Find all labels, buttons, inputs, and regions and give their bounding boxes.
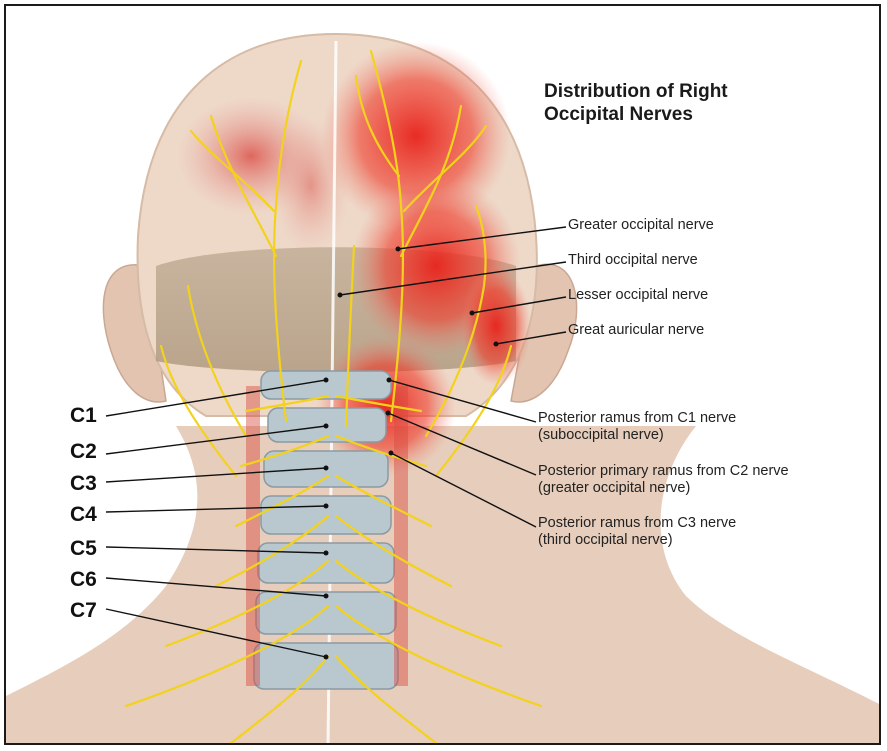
level-c6: C6 [70, 568, 97, 591]
label-great-auricular: Great auricular nerve [568, 322, 705, 338]
label-third-occipital: Third occipital nerve [568, 252, 698, 268]
label-greater-occipital: Greater occipital nerve [568, 217, 714, 233]
level-c3: C3 [70, 472, 97, 495]
leader-great-auricular [495, 331, 567, 345]
level-c1: C1 [70, 404, 97, 427]
level-c5: C5 [70, 537, 97, 560]
label-c3-ramus-line-2: (third occipital nerve) [538, 532, 673, 548]
occipital-nerve-illustration [6, 32, 879, 743]
label-c3-ramus: Posterior ramus from C3 nerve (third occ… [538, 515, 736, 549]
spine-muscle-right [394, 386, 408, 686]
leader-c7 [105, 608, 327, 658]
diagram-title: Distribution of Right Occipital Nerves [544, 80, 728, 126]
leader-lines [105, 226, 567, 658]
leader-c1-ramus [388, 379, 537, 423]
title-line-1: Distribution of Right [544, 81, 728, 102]
label-c2-ramus-line-1: Posterior primary ramus from C2 nerve [538, 463, 789, 479]
diagram-frame: Distribution of Right Occipital Nerves G… [4, 4, 881, 745]
level-c4: C4 [70, 503, 97, 526]
leader-lesser-occipital [471, 296, 567, 314]
leader-c6 [105, 577, 327, 597]
label-c1-ramus-line-1: Posterior ramus from C1 nerve [538, 410, 737, 426]
leader-c1 [105, 379, 327, 417]
leader-c2 [105, 425, 327, 455]
leader-third-occipital [339, 261, 567, 296]
leader-c2-ramus [387, 412, 537, 476]
title-line-2: Occipital Nerves [544, 104, 693, 125]
leader-greater-occipital [397, 226, 567, 250]
leader-c3-ramus [390, 452, 537, 528]
level-c7: C7 [70, 599, 97, 622]
label-c1-ramus-line-2: (suboccipital nerve) [538, 427, 664, 443]
cervical-spine [253, 370, 399, 690]
level-c2: C2 [70, 440, 97, 463]
leader-c3 [105, 467, 327, 483]
leader-c5 [105, 546, 327, 554]
label-c2-ramus-line-2: (greater occipital nerve) [538, 480, 691, 496]
leader-dots [323, 246, 499, 660]
leader-c4 [105, 505, 327, 513]
label-c1-ramus: Posterior ramus from C1 nerve (suboccipi… [538, 410, 736, 444]
label-lesser-occipital: Lesser occipital nerve [568, 287, 709, 303]
label-c2-ramus: Posterior primary ramus from C2 nerve (g… [538, 463, 789, 497]
label-c3-ramus-line-1: Posterior ramus from C3 nerve [538, 515, 737, 531]
neck-shoulders [6, 426, 879, 743]
pain-area-ear [461, 266, 531, 386]
